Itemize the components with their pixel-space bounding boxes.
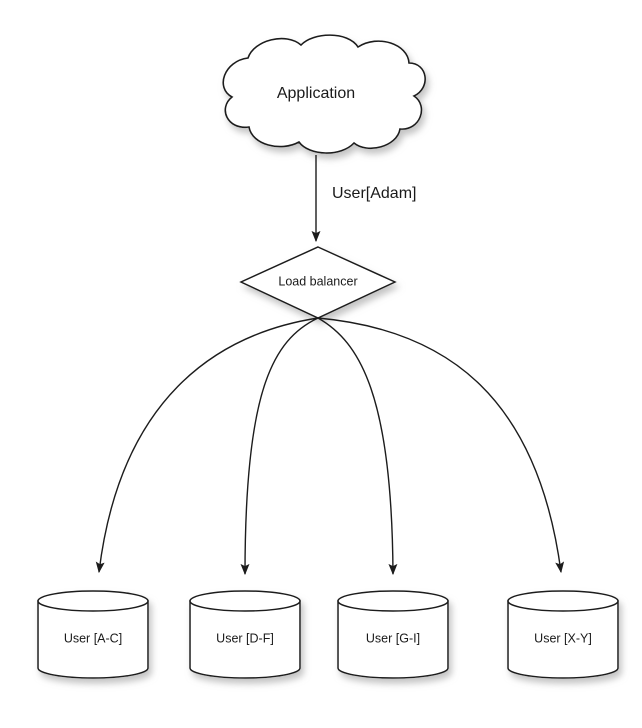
cylinder-top-1 [37,590,149,612]
node-cylinder-4[interactable] [507,590,619,679]
cylinder-body-2 [189,600,301,679]
edge-balancer-to-db-4 [317,317,565,574]
cylinder-body-3 [337,600,449,679]
diamond-label: Load balancer [278,274,357,288]
cylinder-body-1 [37,600,149,679]
cylinder-label-2: User [D-F] [216,631,274,645]
edge-balancer-to-db-1 [95,317,319,574]
node-cloud-application[interactable] [222,34,426,154]
cloud-label: Application [277,85,355,102]
node-cylinder-3[interactable] [337,590,449,679]
edge-label-user-adam: User[Adam] [332,185,416,202]
edge-balancer-to-db-3 [317,317,398,576]
cylinder-top-4 [507,590,619,612]
edge-balancer-to-db-2 [240,317,319,576]
node-cylinder-2[interactable] [189,590,301,679]
cylinder-top-3 [337,590,449,612]
cylinder-label-4: User [X-Y] [534,631,592,645]
cylinder-label-3: User [G-I] [366,631,420,645]
cylinder-top-2 [189,590,301,612]
cylinder-label-1: User [A-C] [64,631,122,645]
cloud-shape [222,34,426,154]
cylinder-body-4 [507,600,619,679]
node-cylinder-1[interactable] [37,590,149,679]
